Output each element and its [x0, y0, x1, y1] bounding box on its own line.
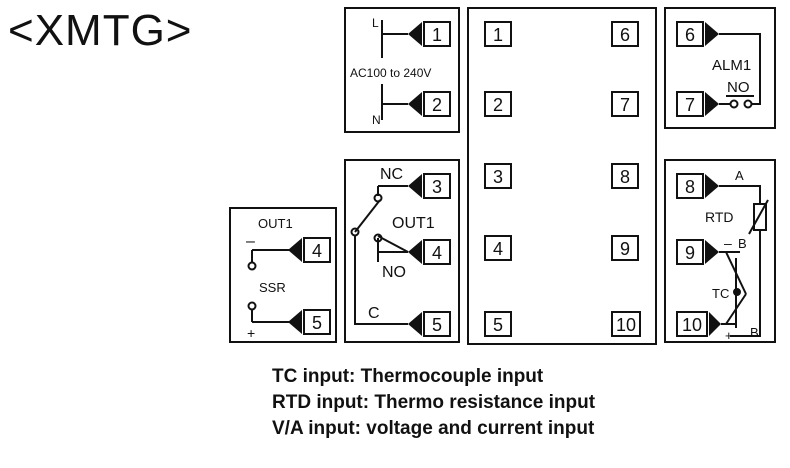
input-b2-label: B [750, 325, 759, 340]
note-rtd: RTD input: Thermo resistance input [272, 392, 596, 413]
input-tc-label: TC [712, 286, 729, 301]
alarm-terminal-6-number: 6 [685, 25, 695, 45]
relay-c-label: C [368, 305, 380, 322]
alarm-wiring [719, 33, 761, 109]
ssr-module-border [229, 207, 337, 343]
ssr-terminal-4-number: 4 [312, 241, 322, 261]
relay-terminal-5 [408, 311, 451, 337]
relay-terminal-5-number: 5 [432, 315, 442, 335]
note-va: V/A input: voltage and current input [272, 418, 595, 439]
power-terminal-1-number: 1 [432, 25, 442, 45]
alarm-no-label: NO [727, 79, 750, 96]
alarm-terminal-6 [676, 21, 719, 47]
alarm-module-border [664, 7, 776, 129]
relay-module-border [344, 159, 460, 343]
input-b1-label: B [738, 236, 747, 251]
ssr-terminal-4 [288, 237, 331, 263]
center-terminal-10: 10 [616, 315, 636, 335]
relay-terminal-3-number: 3 [432, 177, 442, 197]
alarm-terminal-7 [676, 91, 719, 117]
input-module-border [664, 159, 776, 343]
power-voltage-label: AC100 to 240V [350, 66, 431, 80]
input-terminal-9-number: 9 [685, 243, 695, 263]
center-terminal-6: 6 [620, 25, 630, 45]
ssr-out1-label: OUT1 [258, 216, 293, 231]
power-n-label: N [372, 113, 381, 127]
power-wiring [381, 20, 408, 120]
input-terminal-8 [676, 173, 719, 199]
center-terminal-3: 3 [493, 167, 503, 187]
note-tc: TC input: Thermocouple input [272, 366, 544, 387]
relay-terminal-3 [408, 173, 451, 199]
ssr-ssr-label: SSR [259, 280, 286, 295]
input-terminal-10 [676, 311, 721, 337]
relay-terminal-4-number: 4 [432, 243, 442, 263]
power-terminal-2-number: 2 [432, 95, 442, 115]
center-terminal-2: 2 [493, 95, 503, 115]
relay-out1-label: OUT1 [392, 215, 435, 232]
input-terminal-10-number: 10 [682, 315, 702, 335]
power-terminal-1 [408, 21, 451, 47]
center-terminal-boxes [484, 21, 641, 337]
center-terminal-8: 8 [620, 167, 630, 187]
input-plus-label: + [725, 328, 733, 343]
relay-no-label: NO [382, 264, 406, 281]
center-terminal-5: 5 [493, 315, 503, 335]
input-minus-label: – [724, 235, 732, 251]
rtd-arrow [748, 199, 769, 235]
power-module-border [344, 7, 460, 133]
ssr-wiring [247, 249, 292, 323]
input-rtd-label: RTD [705, 209, 734, 225]
relay-terminal-4 [408, 239, 451, 265]
input-terminal-8-number: 8 [685, 177, 695, 197]
input-wiring [719, 185, 769, 337]
center-terminal-9: 9 [620, 239, 630, 259]
power-l-label: L [372, 16, 379, 30]
relay-nc-label: NC [380, 166, 403, 183]
ssr-terminal-5 [288, 309, 331, 335]
input-terminal-9 [676, 239, 719, 265]
ssr-minus-label: – [246, 233, 255, 250]
ssr-plus-label: + [247, 325, 255, 341]
center-terminal-4: 4 [493, 239, 503, 259]
notes-block: TC input: Thermocouple input RTD input: … [272, 364, 595, 442]
relay-wiring [350, 185, 409, 325]
alarm-terminal-7-number: 7 [685, 95, 695, 115]
ssr-terminal-5-number: 5 [312, 313, 322, 333]
center-terminal-7: 7 [620, 95, 630, 115]
input-a-label: A [735, 168, 744, 183]
center-terminal-1: 1 [493, 25, 503, 45]
alarm-alm1-label: ALM1 [712, 57, 751, 74]
diagram-title: <XMTG> [8, 6, 193, 55]
center-terminal-block [467, 7, 657, 345]
power-terminal-2 [408, 91, 451, 117]
